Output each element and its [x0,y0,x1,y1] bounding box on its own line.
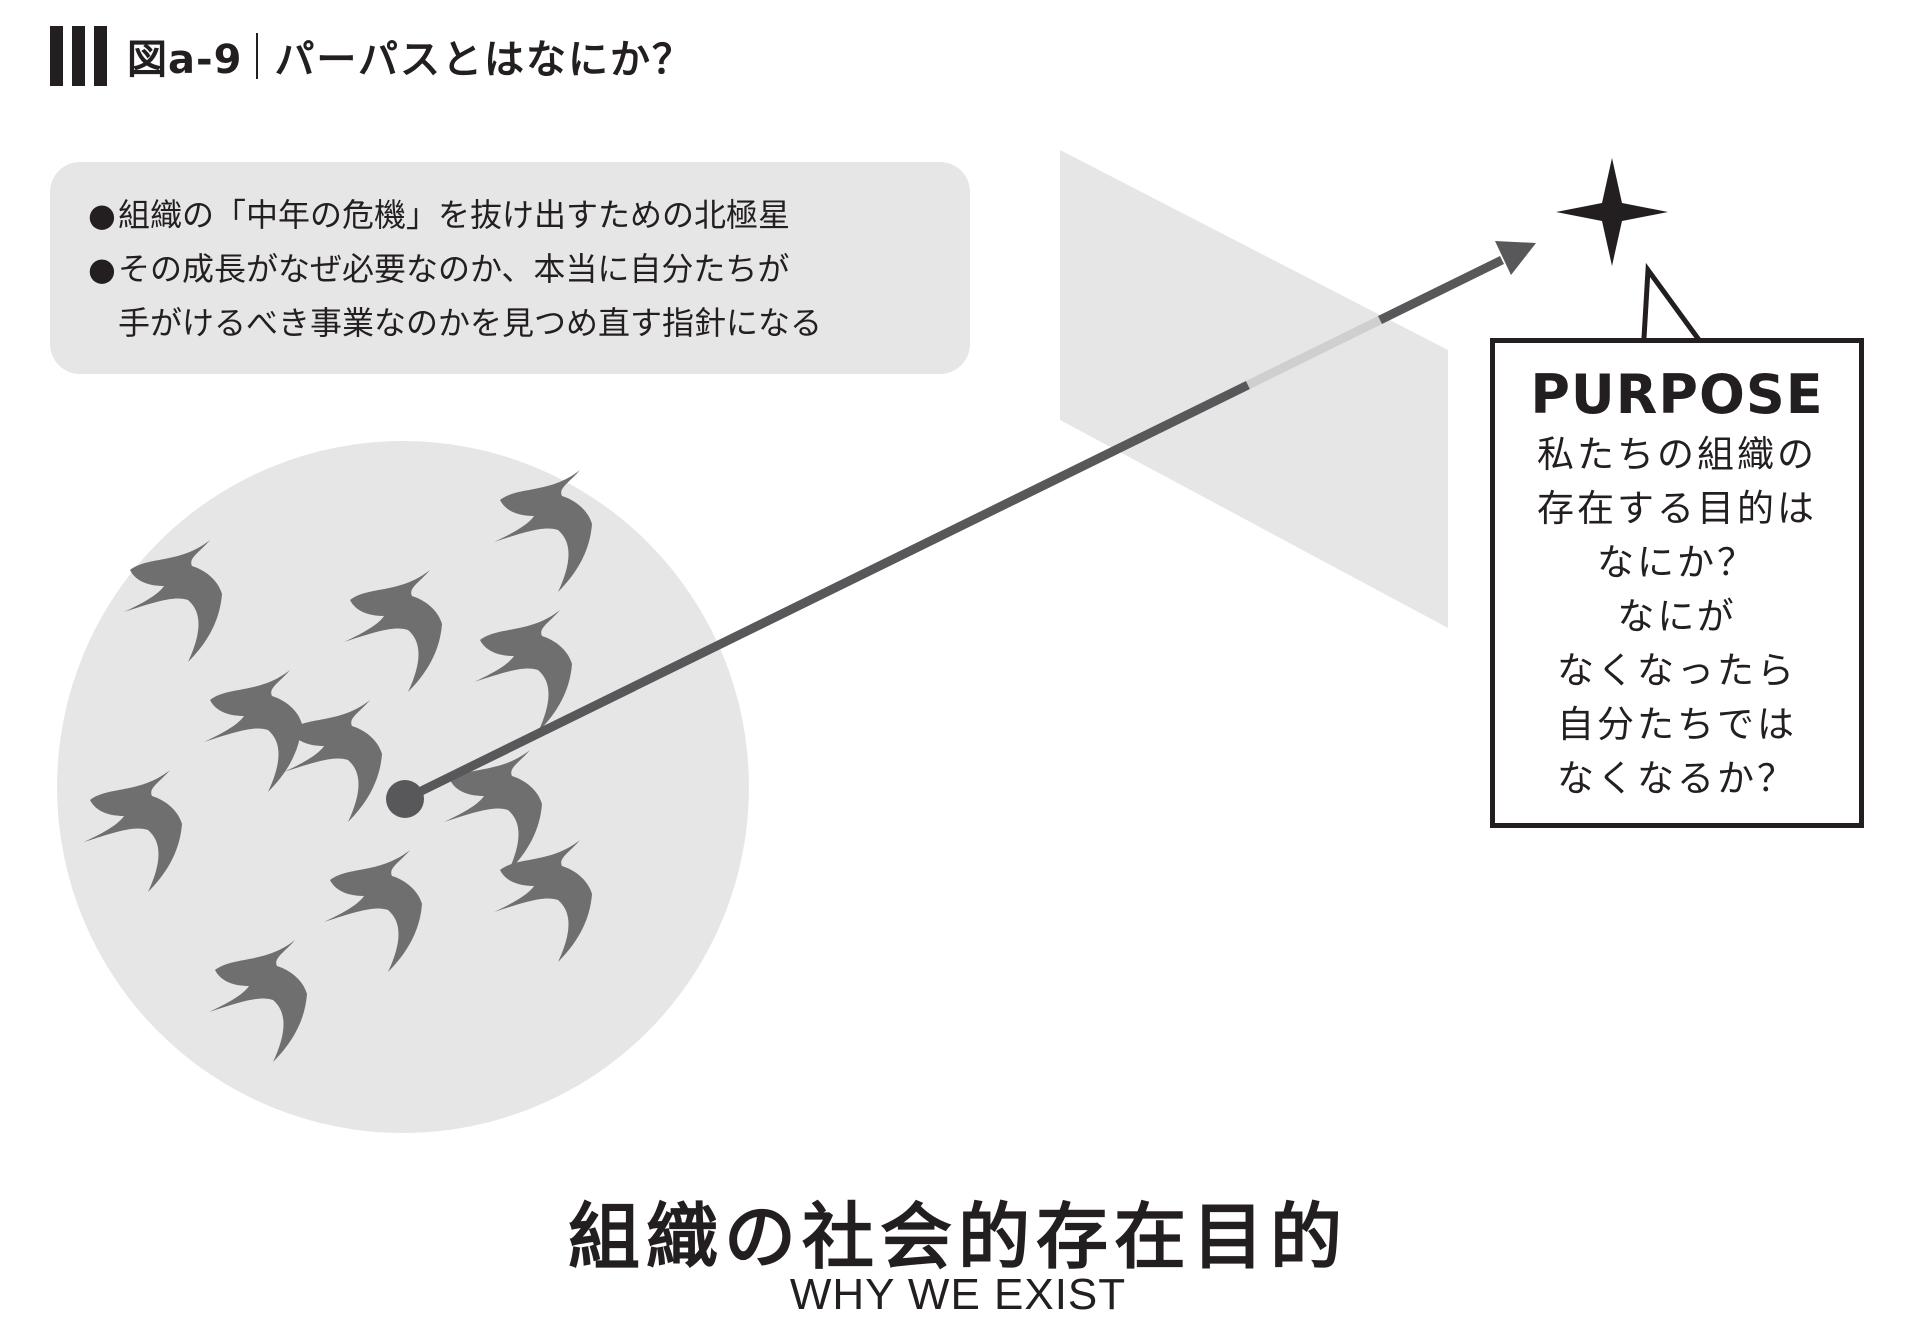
header-bars-icon [50,26,107,86]
purpose-line: なにが [1617,595,1737,638]
north-star-icon [1556,158,1668,266]
caption-title: 組織の社会的存在目的 [567,1195,1348,1279]
bird-flock [84,470,592,1062]
purpose-heading: PURPOSE [1530,363,1824,426]
purpose-speech-bubble: PURPOSE 私たちの組織の 存在する目的は なにか？ なにが なくなったら … [1490,338,1864,828]
header-divider [256,33,259,79]
purpose-arrow-tip-shaft [1378,255,1504,325]
note-item-continued: 手がけるべき事業なのかを見つめ直す指針になる [88,296,970,350]
bird-icon [344,570,442,692]
purpose-questions: 私たちの組織の 存在する目的は なにか？ なにが なくなったら 自分たちでは な… [1495,428,1859,806]
bird-icon [324,850,422,972]
caption-subtitle: WHY WE EXIST [789,1270,1127,1319]
figure-number: 図a-9 [127,37,243,83]
note-line-1: 組織の「中年の危機」を抜け出すための北極星 [118,196,791,234]
purpose-line: なにか？ [1597,541,1757,584]
purpose-arrow-shaft [403,380,1250,804]
bird-icon [474,610,572,732]
projection-wedge [1060,150,1448,628]
note-line-3: 手がけるべき事業なのかを見つめ直す指針になる [118,304,823,342]
note-item: ● 組織の「中年の危機」を抜け出すための北極星 [88,188,970,242]
purpose-line: なくなったら [1557,649,1797,692]
bird-icon [204,670,302,792]
bird-icon [444,750,542,872]
note-line-2: その成長がなぜ必要なのか、本当に自分たちが [118,250,790,288]
bullet-dot: ● [88,250,116,288]
arrowhead-icon [1495,241,1536,275]
bird-icon [284,700,382,822]
purpose-line: 自分たちでは [1557,703,1797,746]
bird-icon [124,540,222,662]
bird-icon [84,770,182,892]
purpose-arrow-light-segment [1246,315,1382,390]
note-item: ● その成長がなぜ必要なのか、本当に自分たちが [88,242,970,296]
bird-icon [494,470,592,592]
figure-header: 図a-9 パーパスとはなにか？ [50,24,694,88]
purpose-line: 存在する目的は [1537,487,1817,530]
bird-icon [209,940,307,1062]
arrow-origin-dot [386,780,424,818]
figure-title: パーパスとはなにか？ [274,37,695,83]
purpose-line: 私たちの組織の [1537,433,1817,476]
purpose-line: なくなるか？ [1557,757,1797,800]
notes-panel: ● 組織の「中年の危機」を抜け出すための北極星 ● その成長がなぜ必要なのか、本… [50,162,970,374]
bird-icon [494,840,592,962]
bullet-dot: ● [88,196,116,234]
